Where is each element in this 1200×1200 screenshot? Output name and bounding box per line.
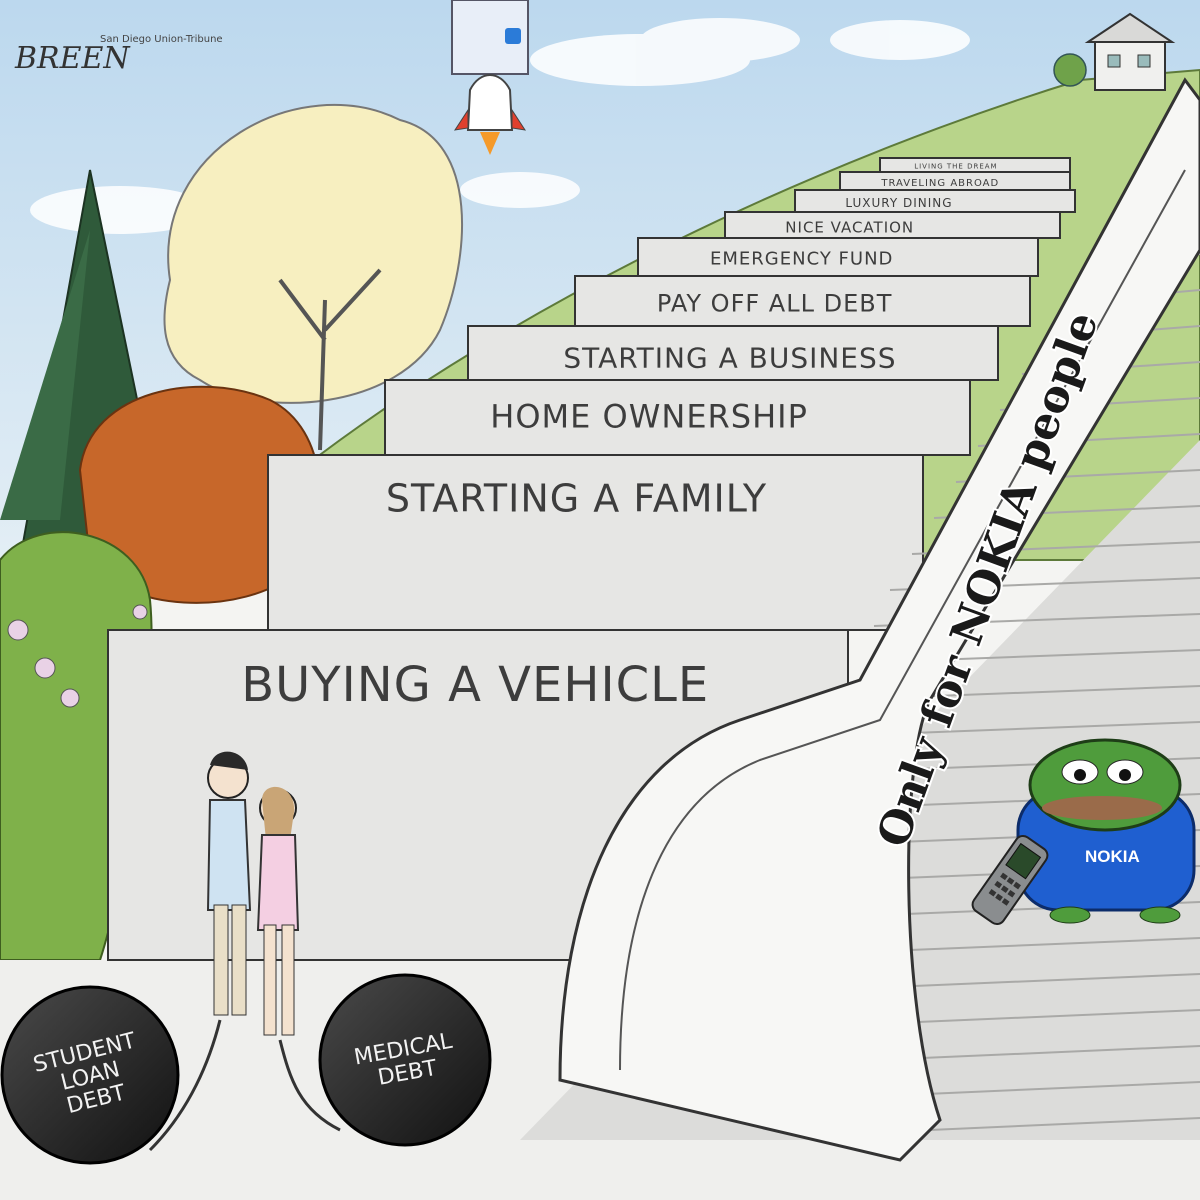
publication-credit: San Diego Union-Tribune xyxy=(100,34,223,45)
step-label: HOME OWNERSHIP xyxy=(490,397,808,435)
escalator-handrail xyxy=(558,77,1200,1162)
escalator xyxy=(520,77,1200,1162)
nokia-frog: NOKIA xyxy=(1016,738,1196,924)
shirt-logo: NOKIA xyxy=(1085,847,1140,866)
step-block xyxy=(467,325,999,381)
debt-ball xyxy=(0,985,180,1165)
rocket-box-icon xyxy=(451,0,529,155)
step-label: STARTING A FAMILY xyxy=(386,476,767,520)
step-block xyxy=(574,275,1031,327)
house xyxy=(1053,12,1176,91)
step-label: BUYING A VEHICLE xyxy=(241,657,709,713)
step-block xyxy=(724,211,1061,239)
step-block xyxy=(384,379,971,456)
yellow-tree xyxy=(163,104,463,451)
step-label: TRAVELING ABROAD xyxy=(880,178,999,189)
cartoonist-signature: BREEN xyxy=(14,41,131,76)
step-label: LIVING THE DREAM xyxy=(914,162,997,170)
step-label: NICE VACATION xyxy=(785,218,914,236)
ball-chains xyxy=(148,1019,341,1152)
step-block xyxy=(637,237,1039,277)
step-block xyxy=(267,454,924,631)
step-label: PAY OFF ALL DEBT xyxy=(657,290,892,318)
man-figure xyxy=(206,751,252,1016)
clouds xyxy=(30,18,970,234)
step-label: EMERGENCY FUND xyxy=(710,249,893,270)
step-label: STARTING A BUSINESS xyxy=(563,341,896,374)
debt-ball xyxy=(318,973,492,1147)
woman-figure xyxy=(256,786,300,1036)
nokia-phone-icon xyxy=(971,834,1049,926)
step-label: LUXURY DINING xyxy=(845,196,952,210)
